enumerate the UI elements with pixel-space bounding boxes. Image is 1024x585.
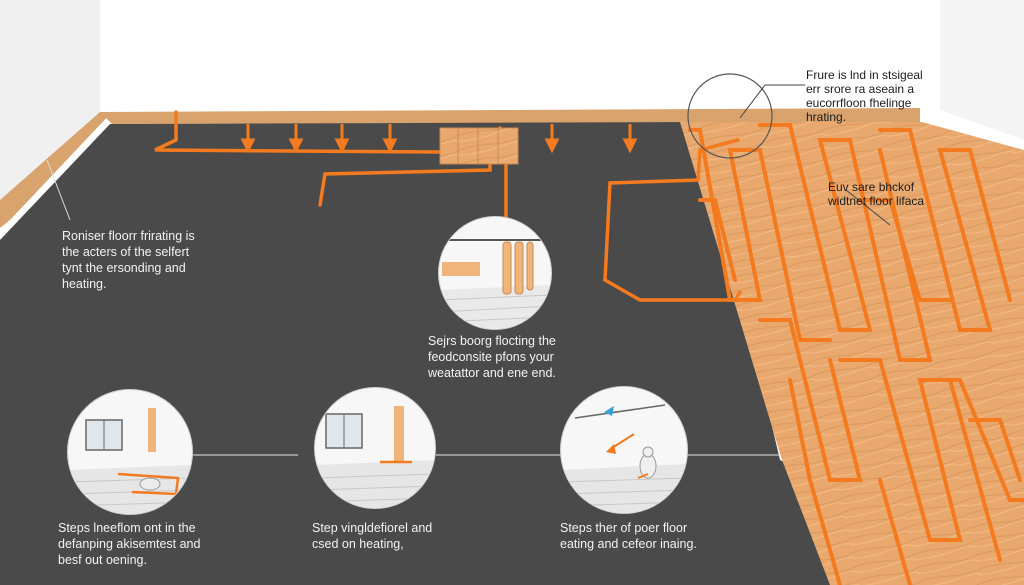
callout-leader: [739, 84, 766, 119]
room-pipe-icon: [314, 387, 436, 509]
left-wall: [0, 0, 100, 200]
left-description-text: Roniser floorr frirating is the acters o…: [62, 229, 195, 291]
top-right-callout-text: Frure is lnd in stsigeal err srore ra as…: [806, 68, 923, 124]
right-pointer-line: [845, 189, 891, 226]
room-figure-icon: [560, 386, 688, 514]
left-baseboard: [0, 112, 112, 228]
callout-circle-icon: [687, 73, 773, 159]
floor-slab: [0, 122, 1024, 585]
wood-sample-panel: [439, 127, 519, 165]
right-wall: [940, 0, 1024, 140]
back-baseboard: [100, 108, 920, 124]
step-1-text: Steps lneeflom ont in the defanping akis…: [58, 521, 201, 567]
wood-floor-pipes: [688, 123, 1024, 585]
step-3-text: Steps ther of poer floor eating and cefe…: [560, 521, 697, 551]
down-arrow-icon: [240, 124, 638, 154]
left-pointer-line: [46, 159, 71, 221]
center-description-text: Sejrs boorg flocting the feodconsite pfo…: [428, 334, 556, 380]
step-2-text: Step vingldefiorel and csed on heating,: [312, 521, 433, 551]
wood-floor-callout-text: Euv sare bhckof widtnet floor lifaca: [828, 180, 925, 208]
room-radiator-icon: [438, 216, 552, 330]
room-window-icon: [67, 389, 193, 515]
